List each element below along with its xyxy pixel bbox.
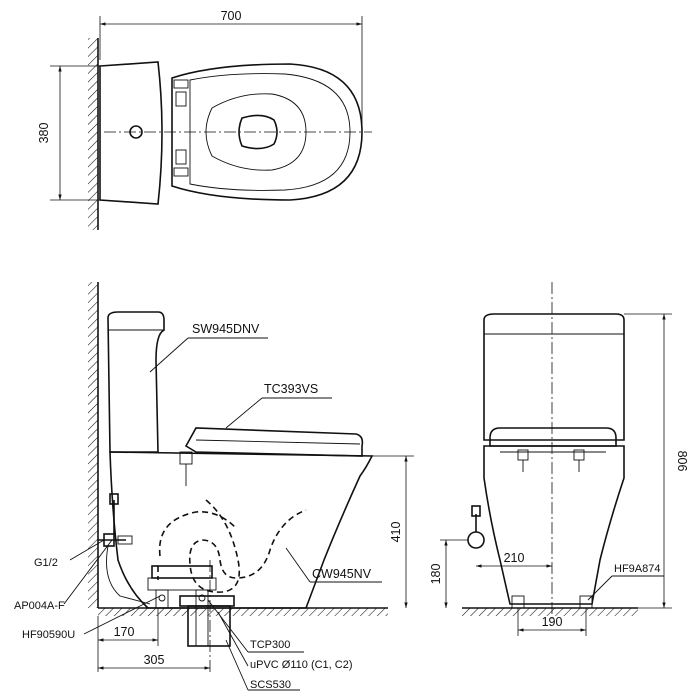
- top-view-trap-opening: [238, 114, 278, 150]
- side-view-bowl: [109, 451, 374, 609]
- side-view-drain-pipe: [187, 605, 231, 647]
- dim-seat-height: 410: [389, 522, 403, 543]
- side-view-base-plate: [151, 565, 213, 579]
- side-view-flange: [179, 595, 235, 607]
- dim-inlet-height: 180: [429, 564, 443, 585]
- front-view-seat: [489, 427, 617, 447]
- label-drain-socket: SCS530: [250, 679, 291, 691]
- front-view-water-inlet: [467, 531, 485, 549]
- dim-supply-offset: 170: [114, 625, 135, 639]
- top-view-hinge-bottom: [175, 149, 187, 165]
- label-supply-hose: HF90590U: [22, 629, 75, 641]
- side-view-wall-hatch: [88, 282, 98, 608]
- dim-overall-length: 700: [221, 9, 242, 23]
- label-drain-pipe: uPVC Ø110 (C1, C2): [250, 659, 353, 671]
- side-view-tank: [107, 311, 165, 453]
- dim-height: 806: [675, 451, 689, 472]
- top-view-tank: [99, 61, 163, 205]
- dim-rough-in: 305: [144, 653, 165, 667]
- label-water-inlet: G1/2: [34, 557, 58, 569]
- label-angle-valve: AP004A-F: [14, 600, 65, 612]
- dim-inlet-offset: 210: [504, 551, 525, 565]
- label-seat: TC393VS: [264, 382, 318, 396]
- label-bowl: CW945NV: [312, 567, 372, 581]
- front-view-tank: [483, 313, 625, 441]
- side-view: SW945DNV TC393VS CW945NV G1/2 AP004A-F H…: [14, 282, 414, 691]
- top-view-hinge-top: [175, 91, 187, 107]
- label-tank: SW945DNV: [192, 322, 260, 336]
- front-view-bowl: [483, 445, 625, 605]
- side-view-seat: [184, 427, 364, 457]
- top-view-bowl-opening: [205, 93, 307, 171]
- top-view: 700 380: [37, 9, 372, 230]
- dim-base-width: 190: [542, 615, 563, 629]
- side-view-floor-hatch: [98, 608, 388, 616]
- top-view-wall-hatch: [88, 38, 98, 230]
- front-view: 806 210 180 190 HF9A874: [429, 282, 689, 636]
- front-view-floor-hatch: [462, 608, 638, 616]
- top-view-seat-outer: [171, 63, 363, 201]
- dim-depth: 380: [37, 123, 51, 144]
- label-fixing-kit: HF9A874: [614, 563, 660, 575]
- label-flange: TCP300: [250, 639, 290, 651]
